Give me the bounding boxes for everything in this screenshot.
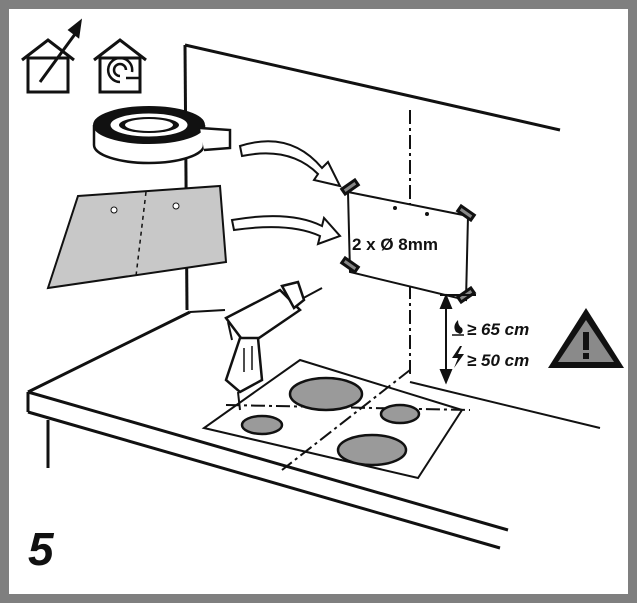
burner-large-front <box>336 433 408 467</box>
flame-icon <box>452 320 464 336</box>
step-number: 5 <box>28 523 55 575</box>
drill-icon <box>224 280 323 411</box>
gas-distance: ≥ 65 cm <box>467 320 529 339</box>
arrow-tape <box>238 140 342 188</box>
arrow-template <box>230 215 342 246</box>
lightning-icon <box>452 346 464 368</box>
drill-template: 2 x Ø 8mm <box>339 177 477 305</box>
house-vent-icon <box>21 18 83 94</box>
hob <box>201 358 471 480</box>
drill-hole-label: 2 x Ø 8mm <box>352 235 438 254</box>
burner-small-right <box>379 403 421 425</box>
distance-dimension <box>439 293 476 385</box>
electric-distance: ≥ 50 cm <box>467 351 529 370</box>
tape-roll-icon <box>92 106 232 165</box>
warning-triangle-icon <box>548 308 624 368</box>
burner-large-rear <box>288 376 364 412</box>
house-recirculation-icon <box>93 38 147 94</box>
burner-small-left <box>240 414 284 436</box>
paper-template-icon <box>46 184 228 290</box>
